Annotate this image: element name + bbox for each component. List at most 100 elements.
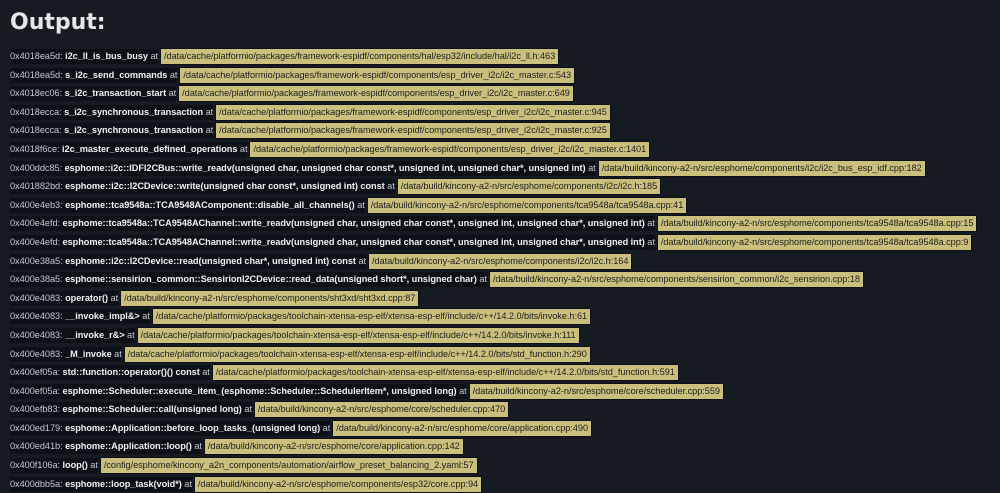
at-label: at (194, 441, 202, 452)
stack-frame: 0x400e38a5: esphome::sensirion_common::S… (10, 270, 976, 289)
frame-address: 0x4018ecca: (10, 106, 62, 117)
frame-address: 0x400e38a5: (10, 255, 63, 266)
stack-frame: 0x4018f6ce: i2c_master_execute_defined_o… (10, 140, 976, 159)
frame-function: operator() (65, 292, 108, 303)
frame-address: 0x400e4083: (10, 329, 63, 340)
frame-function: esphome::loop_task(void*) (65, 478, 182, 489)
frame-address: 0x400dbb5a: (10, 478, 63, 489)
frame-source-path: /data/cache/platformio/packages/framewor… (180, 67, 575, 83)
frame-function: std::function::operator()() const (62, 367, 200, 378)
frame-function: s_i2c_transaction_start (64, 88, 167, 99)
output-heading: Output: (10, 10, 106, 35)
at-label: at (244, 404, 252, 415)
at-label: at (110, 292, 119, 303)
frame-source-path: /data/build/kincony-a2-n/src/esphome/com… (397, 179, 661, 195)
frame-address: 0x4018ec06: (10, 88, 63, 99)
frame-address: 0x400e4efd: (10, 218, 61, 229)
frame-function: esphome::sensirion_common::SensirionI2CD… (65, 274, 477, 285)
at-label: at (205, 125, 214, 136)
frame-source-path: /config/esphome/kincony_a2n_components/a… (100, 458, 477, 474)
frame-address: 0x400e4083: (10, 311, 63, 322)
stack-frame: 0x400ef05a: esphome::Scheduler::execute_… (10, 382, 976, 401)
stack-frame: 0x4018ea5d: s_i2c_send_commands at/data/… (10, 66, 976, 85)
frame-address: 0x4018f6ce: (10, 143, 60, 154)
at-label: at (387, 181, 395, 192)
frame-function: esphome::Application::before_loop_tasks_… (65, 422, 321, 433)
at-label: at (202, 367, 210, 378)
at-label: at (169, 69, 178, 80)
stack-frame: 0x400e4083: __invoke_r&> at/data/cache/p… (10, 326, 976, 345)
stack-frame: 0x400dbb5a: esphome::loop_task(void*) at… (10, 475, 976, 493)
frame-address: 0x4018ea5d: (10, 69, 63, 80)
at-label: at (239, 143, 248, 154)
stack-frame: 0x400ed41b: esphome::Application::loop()… (10, 437, 976, 456)
at-label: at (358, 255, 366, 266)
stack-frame: 0x400e4083: _M_invoke at/data/cache/plat… (10, 345, 976, 364)
frame-source-path: /data/cache/platformio/packages/framewor… (161, 49, 559, 64)
frame-function: __invoke_r&> (65, 329, 125, 340)
frame-source-path: /data/build/kincony-a2-n/src/esphome/cor… (204, 439, 463, 455)
frame-function: esphome::tca9548a::TCA9548AChannel::writ… (62, 218, 645, 229)
stack-frame: 0x400e4eb3: esphome::tca9548a::TCA9548AC… (10, 196, 976, 215)
frame-function: i2c_master_execute_defined_operations (62, 143, 238, 154)
frame-function: esphome::tca9548a::TCA9548AComponent::di… (65, 199, 355, 210)
frame-source-path: /data/cache/platformio/packages/framewor… (216, 123, 610, 139)
stack-frame: 0x400e4083: operator() at/data/build/kin… (10, 289, 976, 308)
at-label: at (127, 329, 135, 340)
at-label: at (479, 274, 487, 285)
frame-source-path: /data/cache/platformio/packages/toolchai… (212, 365, 678, 381)
frame-function: esphome::Scheduler::execute_item_(esphom… (62, 385, 457, 396)
frame-address: 0x400ef05a: (10, 367, 61, 378)
frame-source-path: /data/cache/platformio/packages/toolchai… (124, 346, 590, 362)
frame-function: esphome::i2c::IDFI2CBus::write_readv(uns… (64, 162, 586, 173)
frame-source-path: /data/build/kincony-a2-n/src/esphome/cor… (469, 383, 723, 399)
frame-source-path: /data/build/kincony-a2-n/src/esphome/com… (489, 272, 863, 288)
frame-address: 0x4018ecca: (10, 125, 62, 136)
at-label: at (114, 348, 122, 359)
frame-address: 0x400ef05a: (10, 385, 61, 396)
stack-frame: 0x400e4083: __invoke_impl&> at/data/cach… (10, 307, 976, 326)
stack-frame: 0x400e4efd: esphome::tca9548a::TCA9548AC… (10, 233, 976, 252)
stack-frame: 0x400e38a5: esphome::i2c::I2CDevice::rea… (10, 252, 976, 271)
frame-function: s_i2c_send_commands (65, 69, 168, 80)
frame-address: 0x400e4eb3: (10, 199, 63, 210)
frame-function: _M_invoke (65, 348, 112, 359)
stack-trace: 0x4018ea5d: i2c_ll_is_bus_busy at/data/c… (10, 47, 977, 493)
frame-function: esphome::tca9548a::TCA9548AChannel::writ… (62, 236, 645, 247)
frame-source-path: /data/cache/platformio/packages/framewor… (179, 86, 573, 102)
at-label: at (459, 385, 467, 396)
frame-address: 0x400e4efd: (10, 236, 61, 247)
frame-source-path: /data/build/kincony-a2-n/src/esphome/com… (657, 216, 977, 232)
frame-address: 0x400f106a: (10, 460, 61, 471)
frame-source-path: /data/build/kincony-a2-n/src/esphome/com… (121, 290, 419, 306)
stack-frame: 0x4018ec06: s_i2c_transaction_start at/d… (10, 84, 976, 103)
frame-function: i2c_ll_is_bus_busy (65, 51, 148, 61)
stack-frame: 0x400ddc85: esphome::i2c::IDFI2CBus::wri… (10, 159, 976, 178)
at-label: at (142, 311, 150, 322)
stack-frame: 0x401882bd: esphome::i2c::I2CDevice::wri… (10, 177, 976, 196)
frame-function: __invoke_impl&> (65, 311, 140, 322)
frame-source-path: /data/cache/platformio/packages/toolchai… (137, 327, 579, 343)
stack-frame: 0x4018ecca: s_i2c_synchronous_transactio… (10, 121, 976, 140)
frame-source-path: /data/cache/platformio/packages/framewor… (250, 141, 650, 157)
at-label: at (647, 218, 655, 229)
frame-source-path: /data/build/kincony-a2-n/src/esphome/com… (598, 160, 925, 176)
frame-source-path: /data/build/kincony-a2-n/src/esphome/com… (367, 197, 687, 213)
at-label: at (168, 88, 177, 99)
stack-frame: 0x400e4efd: esphome::tca9548a::TCA9548AC… (10, 214, 977, 233)
frame-source-path: /data/build/kincony-a2-n/src/esphome/com… (194, 476, 482, 492)
frame-function: esphome::Application::loop() (65, 441, 192, 452)
frame-source-path: /data/cache/platformio/packages/toolchai… (152, 309, 591, 325)
at-label: at (647, 236, 655, 247)
frame-address: 0x401882bd: (10, 181, 63, 192)
frame-address: 0x400ed41b: (10, 441, 63, 452)
frame-address: 0x400ed179: (10, 422, 63, 433)
frame-address: 0x400e38a5: (10, 274, 63, 285)
stack-frame: 0x400ed179: esphome::Application::before… (10, 419, 976, 438)
stack-frame: 0x400efb83: esphome::Scheduler::call(uns… (10, 400, 976, 419)
frame-source-path: /data/build/kincony-a2-n/src/esphome/com… (369, 253, 632, 269)
frame-function: s_i2c_synchronous_transaction (64, 125, 204, 136)
frame-function: esphome::Scheduler::call(unsigned long) (62, 404, 242, 415)
at-label: at (205, 106, 214, 117)
frame-address: 0x400ddc85: (10, 162, 63, 173)
